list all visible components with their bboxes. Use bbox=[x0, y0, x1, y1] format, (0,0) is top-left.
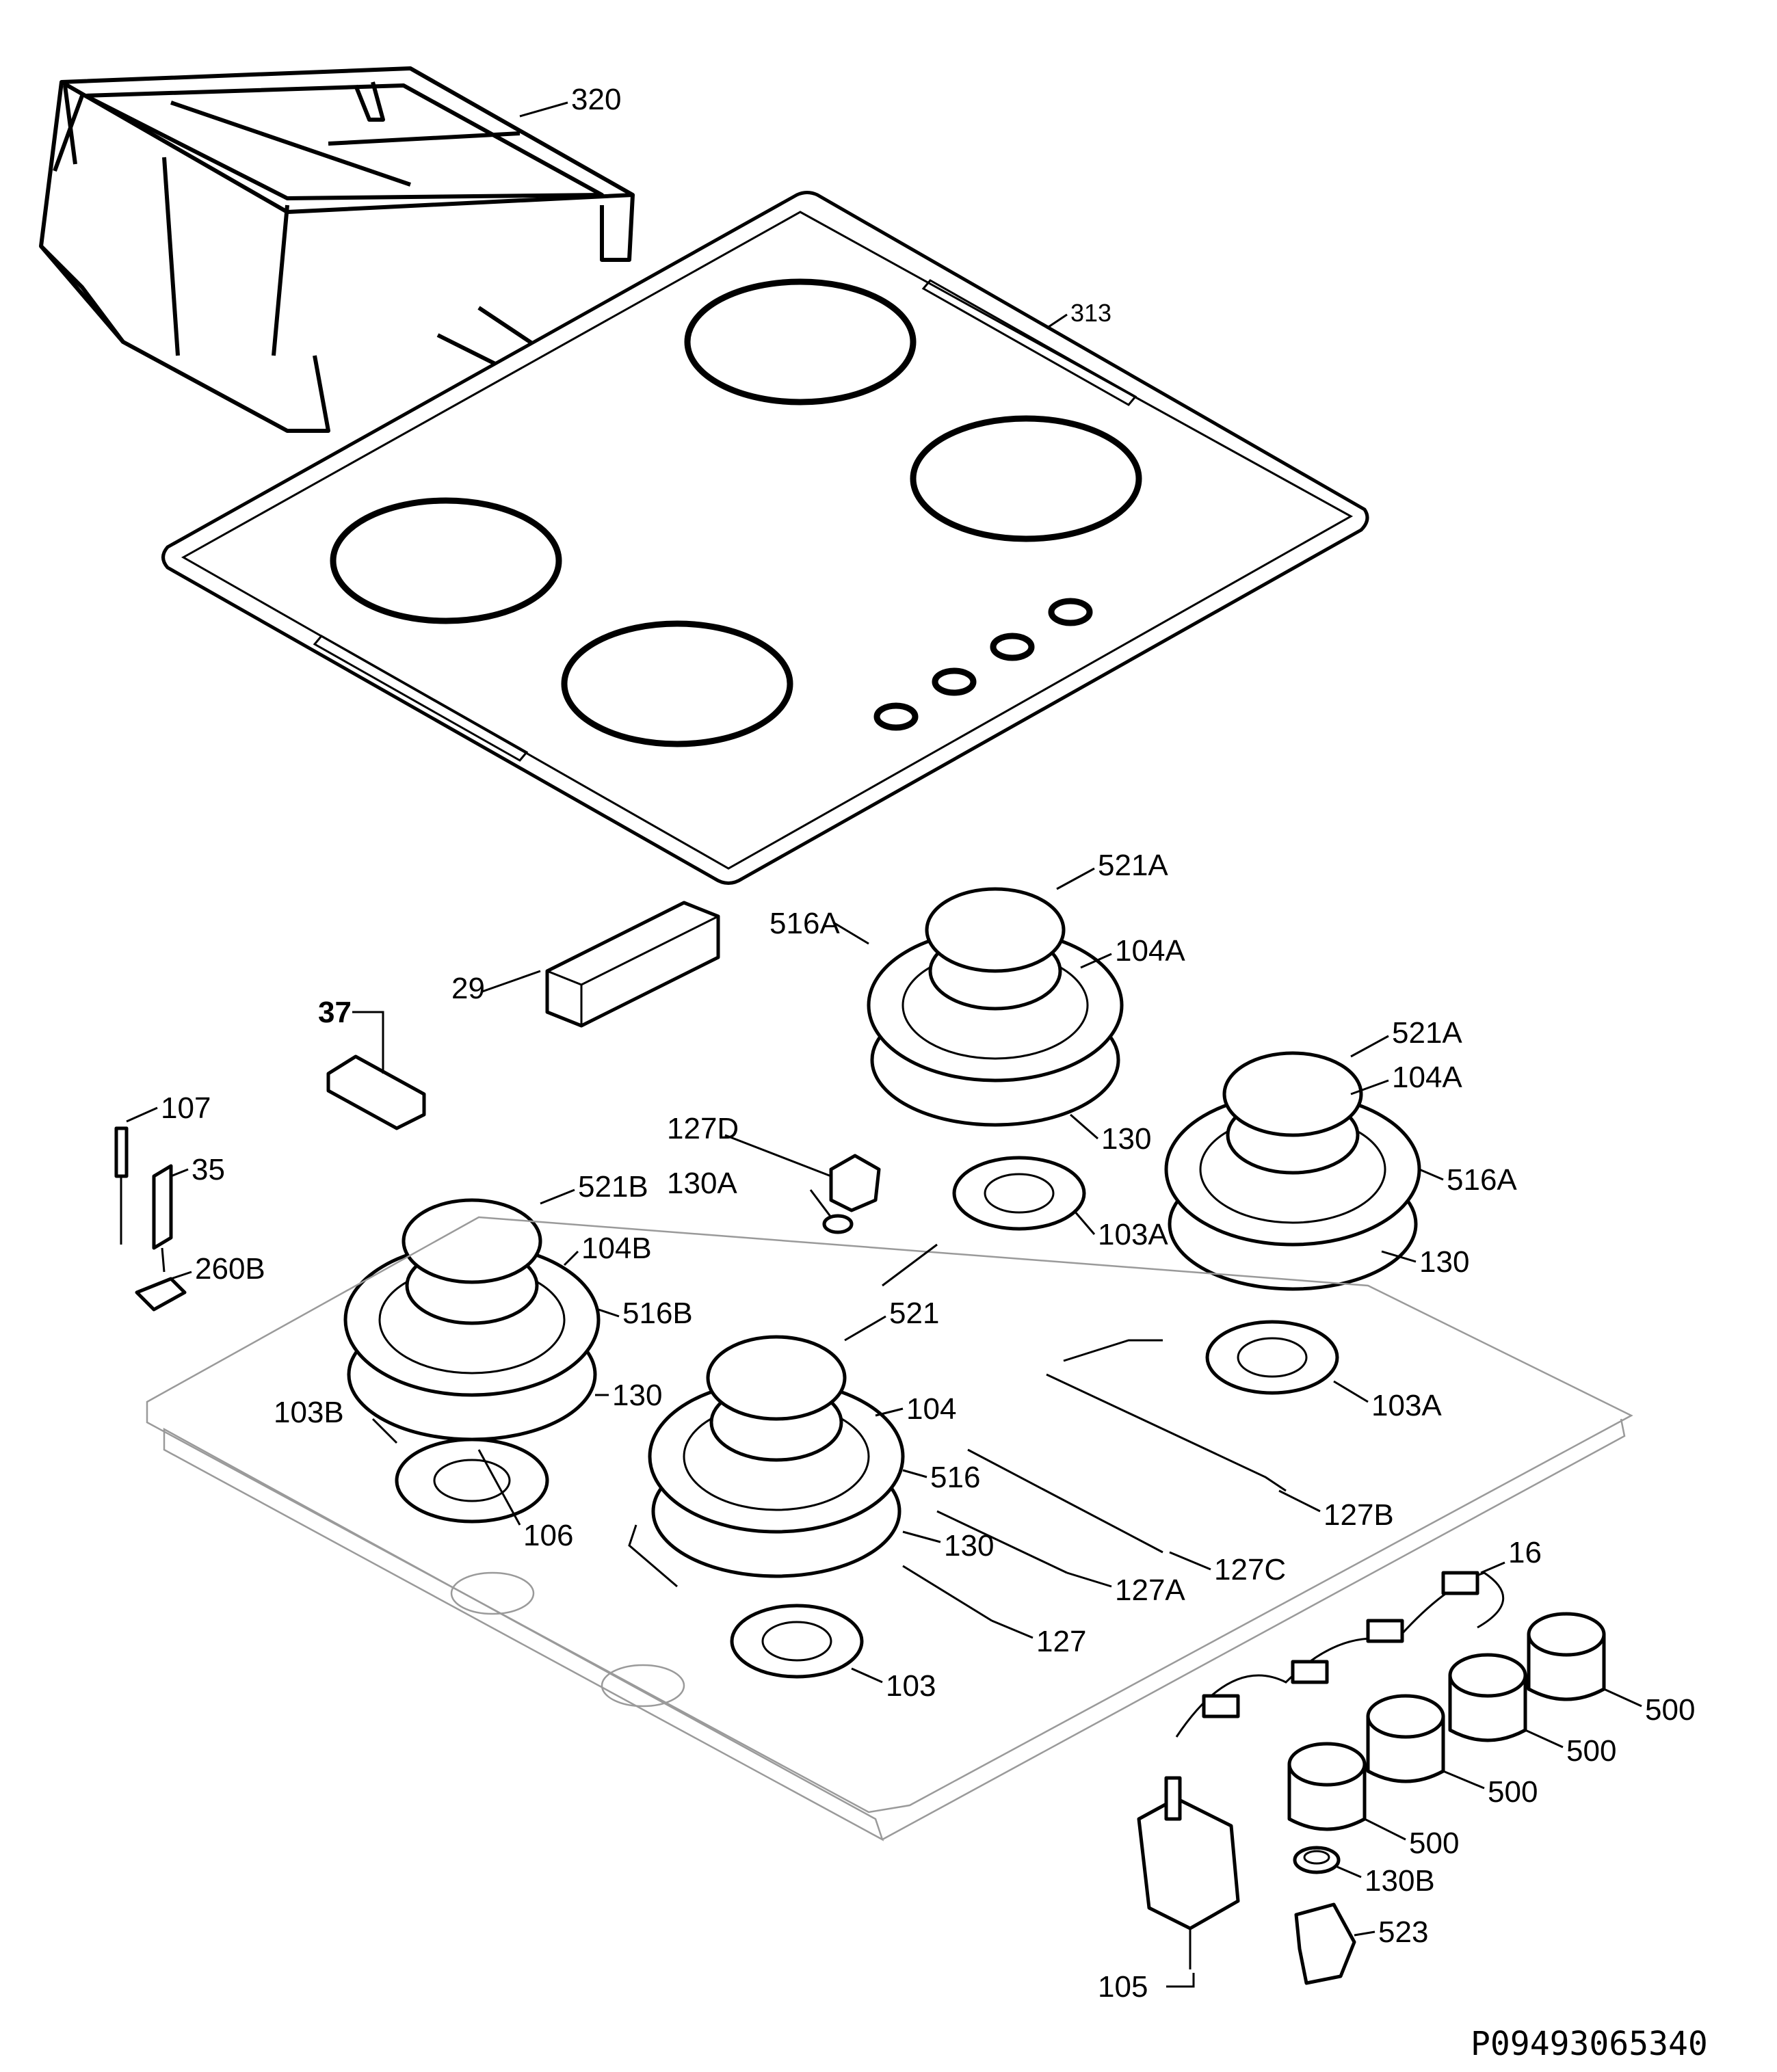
label-104a-2: 104A bbox=[1392, 1061, 1462, 1094]
valve-springs bbox=[1175, 1571, 1504, 1738]
label-104b: 104B bbox=[581, 1232, 652, 1265]
label-29: 29 bbox=[451, 972, 485, 1005]
label-106: 106 bbox=[523, 1519, 573, 1552]
burner-rear-right bbox=[1164, 1051, 1421, 1291]
hob-top-plate bbox=[161, 191, 1369, 885]
burner-front-left bbox=[343, 1198, 601, 1442]
knob-clip bbox=[1294, 1902, 1356, 1985]
drawing-code: P09493065340 bbox=[1471, 2025, 1708, 2063]
label-130-3: 130 bbox=[612, 1379, 662, 1412]
label-523: 523 bbox=[1378, 1915, 1428, 1949]
label-516b: 516B bbox=[622, 1297, 693, 1330]
label-103a-1: 103A bbox=[1098, 1218, 1168, 1251]
part-labels: 320 313 29 37 107 35 260B 521A 516A 104A… bbox=[161, 83, 1695, 2004]
burner-bases bbox=[395, 1156, 1339, 1679]
label-521: 521 bbox=[889, 1297, 939, 1330]
burner-front-centre bbox=[648, 1335, 905, 1578]
label-105: 105 bbox=[1098, 1970, 1148, 2004]
label-500-2: 500 bbox=[1566, 1734, 1616, 1768]
thermocouple-and-electrode bbox=[114, 1126, 187, 1312]
label-130-4: 130 bbox=[944, 1529, 994, 1563]
label-516a-1: 516A bbox=[769, 907, 840, 940]
label-127d: 127D bbox=[667, 1112, 739, 1145]
label-103a-2: 103A bbox=[1371, 1389, 1442, 1422]
gas-tap-valve bbox=[1137, 1776, 1240, 1969]
label-127a: 127A bbox=[1115, 1573, 1185, 1607]
label-521a-2: 521A bbox=[1392, 1016, 1462, 1050]
label-130b: 130B bbox=[1365, 1864, 1435, 1898]
label-127b: 127B bbox=[1324, 1498, 1394, 1532]
leader-lines bbox=[126, 101, 1642, 1988]
label-104a-1: 104A bbox=[1115, 934, 1185, 968]
base-tray bbox=[146, 1216, 1633, 1842]
control-knobs bbox=[1287, 1612, 1606, 1831]
label-130-2: 130 bbox=[1419, 1245, 1469, 1279]
knob-seal bbox=[1293, 1846, 1341, 1874]
mounting-clip bbox=[326, 1054, 426, 1130]
ignition-generator bbox=[545, 901, 720, 1028]
label-521a-1: 521A bbox=[1098, 849, 1168, 882]
label-103: 103 bbox=[886, 1669, 936, 1703]
label-320: 320 bbox=[571, 83, 621, 116]
label-104: 104 bbox=[906, 1392, 956, 1426]
label-260b: 260B bbox=[195, 1252, 265, 1286]
label-500-1: 500 bbox=[1645, 1693, 1695, 1727]
label-35: 35 bbox=[192, 1153, 225, 1186]
label-16: 16 bbox=[1508, 1536, 1542, 1569]
label-127c: 127C bbox=[1214, 1553, 1286, 1586]
label-130a: 130A bbox=[667, 1167, 737, 1200]
label-516: 516 bbox=[930, 1461, 980, 1494]
label-500-3: 500 bbox=[1488, 1775, 1538, 1809]
label-516a-2: 516A bbox=[1447, 1163, 1517, 1197]
label-37: 37 bbox=[318, 996, 352, 1029]
label-130-1: 130 bbox=[1101, 1122, 1151, 1156]
label-521b: 521B bbox=[578, 1170, 648, 1204]
label-107: 107 bbox=[161, 1091, 211, 1125]
label-127: 127 bbox=[1036, 1625, 1086, 1658]
label-500-4: 500 bbox=[1409, 1827, 1459, 1860]
pan-support-grate bbox=[39, 66, 635, 447]
label-313: 313 bbox=[1070, 299, 1111, 327]
burner-rear-left bbox=[867, 887, 1124, 1127]
gas-pipes bbox=[628, 1154, 1287, 1622]
label-103b: 103B bbox=[274, 1396, 344, 1429]
